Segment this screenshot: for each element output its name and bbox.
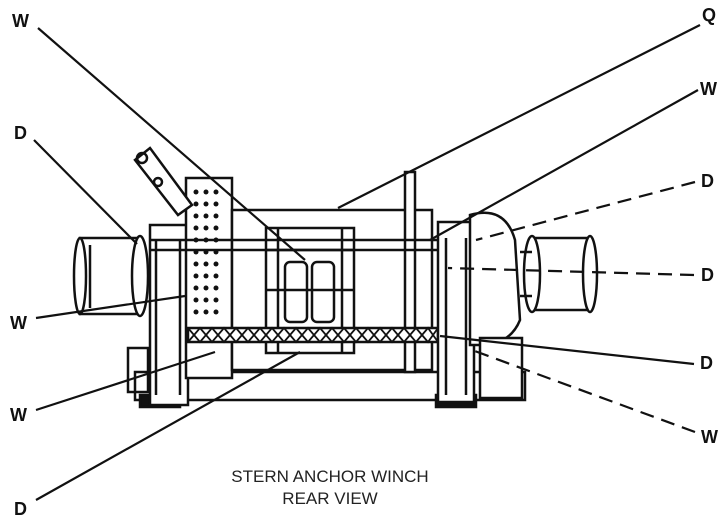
chain-band — [186, 326, 440, 344]
leader-right-upper-w — [429, 89, 699, 241]
callout-left-w2: W — [10, 405, 27, 425]
leader-lines — [33, 24, 701, 501]
leader-right-w-lower — [471, 348, 696, 434]
callout-right-upper: W — [700, 79, 717, 99]
leader-left-upper-d — [33, 139, 138, 245]
callout-top-right: Q — [702, 5, 717, 25]
leader-top-right-q — [337, 24, 701, 209]
left-gear-housing — [148, 176, 234, 407]
caption-line-1: STERN ANCHOR WINCH — [231, 467, 429, 486]
right-gear-housing — [436, 211, 524, 404]
leader-left-w2 — [35, 350, 216, 412]
right-warping-head — [520, 234, 599, 314]
leader-right-d2 — [447, 266, 695, 277]
callout-right-d1: D — [701, 171, 714, 191]
leader-left-w1 — [35, 294, 186, 320]
brake-lever — [133, 146, 194, 217]
diagram-caption: STERN ANCHOR WINCH REAR VIEW — [190, 466, 470, 510]
caption-line-2: REAR VIEW — [282, 489, 378, 508]
leader-top-left-w — [37, 27, 306, 261]
callout-bottom-left: D — [14, 499, 27, 519]
left-warping-head — [72, 234, 150, 318]
callout-left-w1: W — [10, 313, 27, 333]
callout-left-upper: D — [14, 123, 27, 143]
callout-top-left: W — [12, 11, 29, 31]
callout-right-d2: D — [701, 265, 714, 285]
callout-right-d3: D — [700, 353, 713, 373]
leader-right-d1 — [475, 180, 696, 242]
callout-right-w-lower: W — [701, 427, 718, 447]
leader-right-d3 — [439, 334, 695, 366]
leader-bottom-left-d — [35, 351, 301, 501]
winch-drawing — [72, 146, 599, 409]
